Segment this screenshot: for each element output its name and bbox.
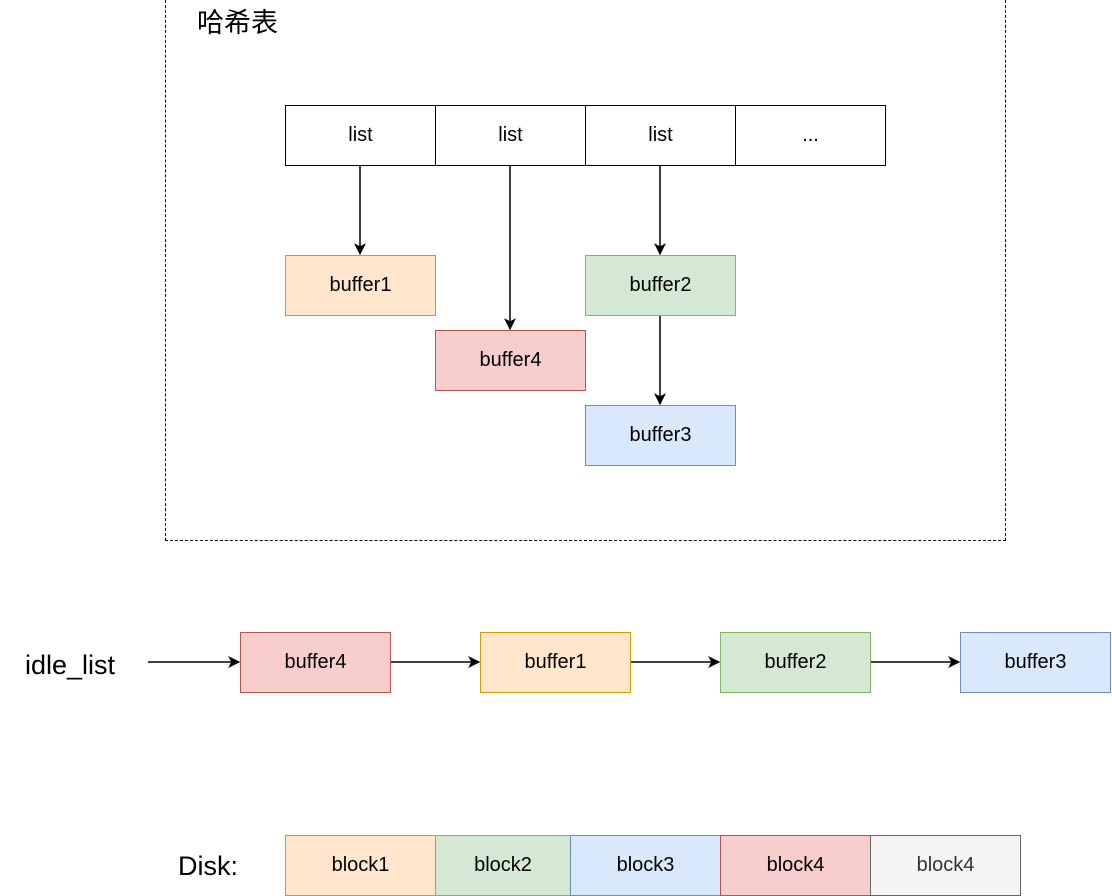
idle-list-label: idle_list — [25, 650, 116, 680]
disk-block4-gray: block4 — [870, 835, 1021, 896]
hash-buffer3: buffer3 — [585, 405, 736, 466]
idle-buffer4: buffer4 — [240, 632, 391, 693]
disk-block4: block4 — [720, 835, 871, 896]
hash-buffer2: buffer2 — [585, 255, 736, 316]
disk-block3: block3 — [570, 835, 721, 896]
hash-buffer1: buffer1 — [285, 255, 436, 316]
disk-block1: block1 — [285, 835, 436, 896]
disk-label: Disk: — [178, 851, 238, 881]
idle-buffer3: buffer3 — [960, 632, 1111, 693]
idle-buffer2: buffer2 — [720, 632, 871, 693]
hash-cell-4: ... — [735, 105, 886, 166]
hash-cell-3: list — [585, 105, 736, 166]
hash-table-frame — [165, 0, 1006, 541]
hash-buffer4: buffer4 — [435, 330, 586, 391]
idle-buffer1: buffer1 — [480, 632, 631, 693]
hash-table-title: 哈希表 — [197, 8, 278, 39]
hash-cell-1: list — [285, 105, 436, 166]
